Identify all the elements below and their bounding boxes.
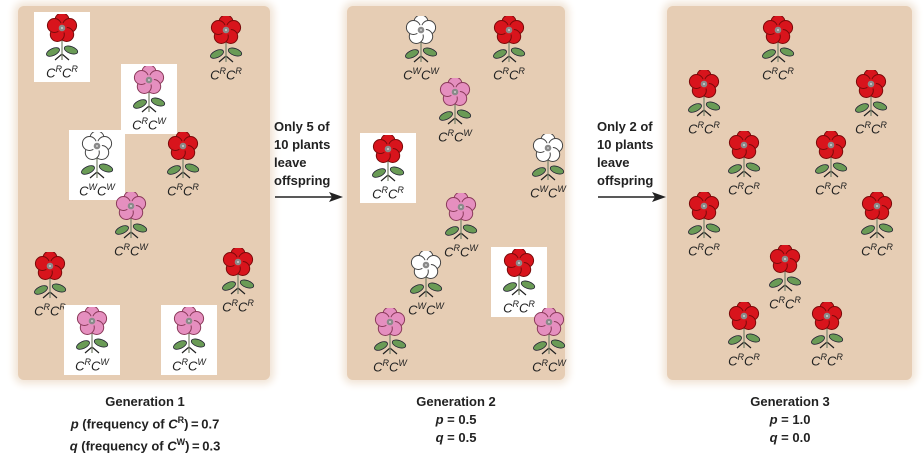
plant-pink-CRCW: CRCW	[433, 191, 489, 261]
arrow-right-icon	[598, 192, 666, 202]
genotype-label: CRCR	[728, 351, 760, 368]
genotype-label: CRCR	[34, 301, 66, 318]
generation-1-caption: Generation 1 p (frequency of CR) = 0.7 q…	[14, 393, 276, 456]
plant-pink-CRCW: CRCW	[103, 190, 159, 260]
genotype-label: CRCW	[373, 357, 407, 374]
plant-pink-CRCW: CRCW	[362, 306, 418, 376]
genotype-label: CRCW	[438, 127, 472, 144]
genotype-label: CRCR	[222, 297, 254, 314]
transition-1-note: Only 5 of 10 plants leave offspring	[274, 118, 330, 190]
generation-3-caption: Generation 3 p = 1.0 q = 0.0	[690, 393, 890, 447]
genotype-label: CRCW	[532, 357, 566, 374]
plant-red-CRCR: CRCR	[843, 68, 899, 138]
plant-pink-CRCW: CRCW	[427, 76, 483, 146]
plant-pink-CRCW: CRCW	[521, 306, 577, 376]
genotype-label: CRCR	[688, 119, 720, 136]
plant-red-CRCR: CRCR	[799, 300, 855, 370]
plant-pink-CRCW: CRCW	[64, 305, 120, 375]
generation-title: Generation 3	[750, 394, 830, 409]
genotype-label: CRCR	[688, 241, 720, 258]
p-frequency: p = 1.0	[769, 412, 811, 427]
plant-red-CRCR: CRCR	[750, 14, 806, 84]
p-frequency: p = 0.5	[435, 412, 477, 427]
plant-red-CRCR: CRCR	[198, 14, 254, 84]
genotype-label: CRCW	[172, 356, 206, 373]
plant-white-CWCW: CWCW	[520, 132, 576, 202]
plant-red-CRCR: CRCR	[757, 243, 813, 313]
generation-title: Generation 2	[416, 394, 496, 409]
genotype-label: CRCR	[372, 184, 404, 201]
arrow-right-icon	[275, 192, 343, 202]
plant-white-CWCW: CWCW	[398, 249, 454, 319]
genotype-label: CWCW	[403, 65, 439, 82]
genotype-label: CWCW	[408, 300, 444, 317]
generation-2-caption: Generation 2 p = 0.5 q = 0.5	[356, 393, 556, 447]
plant-pink-CRCW: CRCW	[161, 305, 217, 375]
plant-red-CRCR: CRCR	[676, 190, 732, 260]
plant-white-CWCW: CWCW	[69, 130, 125, 200]
genotype-label: CRCR	[769, 294, 801, 311]
genotype-label: CRCW	[132, 115, 166, 132]
transition-line: 10 plants	[274, 137, 331, 152]
genotype-label: CRCR	[210, 65, 242, 82]
plant-red-CRCR: CRCR	[360, 133, 416, 203]
plant-red-CRCR: CRCR	[481, 14, 537, 84]
transition-line: Only 5 of	[274, 119, 330, 134]
plant-white-CWCW: CWCW	[393, 14, 449, 84]
plant-red-CRCR: CRCR	[34, 12, 90, 82]
genotype-label: CRCR	[503, 298, 535, 315]
plant-red-CRCR: CRCR	[716, 300, 772, 370]
transition-line: leave	[597, 155, 630, 170]
genotype-label: CRCW	[75, 356, 109, 373]
generation-title: Generation 1	[105, 394, 185, 409]
genotype-label: CRCR	[861, 241, 893, 258]
p-frequency: p (frequency of CR) = 0.7	[70, 415, 220, 432]
plant-red-CRCR: CRCR	[491, 247, 547, 317]
transition-line: 10 plants	[597, 137, 654, 152]
transition-line: leave	[274, 155, 307, 170]
plant-red-CRCR: CRCR	[22, 250, 78, 320]
genotype-label: CWCW	[530, 183, 566, 200]
plant-red-CRCR: CRCR	[716, 129, 772, 199]
plant-red-CRCR: CRCR	[849, 190, 905, 260]
q-frequency: q = 0.5	[435, 430, 477, 445]
genotype-label: CRCW	[444, 242, 478, 259]
genotype-label: CRCR	[811, 351, 843, 368]
plant-red-CRCR: CRCR	[803, 129, 859, 199]
genotype-label: CRCR	[493, 65, 525, 82]
genotype-label: CRCR	[855, 119, 887, 136]
genotype-label: CRCW	[114, 241, 148, 258]
transition-line: offspring	[274, 173, 331, 188]
transition-line: offspring	[597, 173, 654, 188]
q-frequency: q = 0.0	[769, 430, 811, 445]
plant-red-CRCR: CRCR	[210, 246, 266, 316]
q-frequency: q (frequency of CW) = 0.3	[69, 437, 221, 454]
genotype-label: CRCR	[762, 65, 794, 82]
genotype-label: CRCR	[167, 181, 199, 198]
plant-red-CRCR: CRCR	[155, 130, 211, 200]
genotype-label: CWCW	[79, 181, 115, 198]
genotype-label: CRCR	[46, 63, 78, 80]
genotype-label: CRCR	[815, 180, 847, 197]
plant-red-CRCR: CRCR	[676, 68, 732, 138]
transition-2-note: Only 2 of 10 plants leave offspring	[597, 118, 653, 190]
genotype-label: CRCR	[728, 180, 760, 197]
plant-pink-CRCW: CRCW	[121, 64, 177, 134]
transition-line: Only 2 of	[597, 119, 653, 134]
